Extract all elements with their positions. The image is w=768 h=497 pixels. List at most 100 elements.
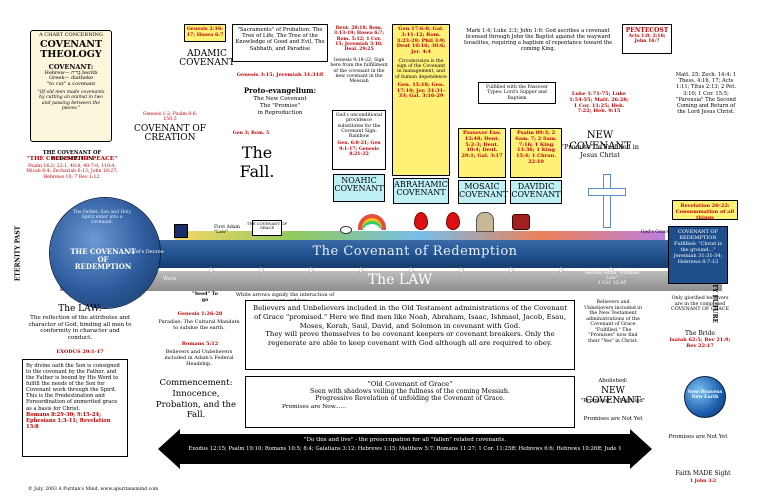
paradise-text: Paradise: The Cultural Mandate to subdue… <box>158 319 240 331</box>
faith-ref: 1 John 3:2 <box>689 479 717 484</box>
second-coming-text: Matt. 25; Zech. 14:4; 1 Thess. 4:16, 17;… <box>675 72 737 116</box>
covenant-theology-scroll: A CHART CONCERNING COVENANT THEOLOGY COV… <box>30 30 112 142</box>
bride-label: The Bride <box>685 330 715 337</box>
davidic-box: Psalm 89:3; 2 Sam. 7; 2 Sam. 7:16; 1 Kin… <box>510 128 562 178</box>
believers-left: Believers and Unbelievers included in Ad… <box>164 349 234 367</box>
noahic-extra: Deut. 28:18; Rom. 3:13-19; Hosea 6:7; Ro… <box>333 26 385 53</box>
greek-line: Greek— diatheke <box>49 75 93 82</box>
promises-now: Promises are Now...... <box>282 404 347 410</box>
law-band-label: The LAW <box>367 272 433 288</box>
spirit-text: By divine oath the Son is consigned to t… <box>26 363 120 412</box>
creation-square-icon <box>174 224 188 238</box>
old-cov-label: "Old Covenant of Grace" <box>367 380 453 388</box>
chart-header: A CHART CONCERNING <box>39 32 103 38</box>
counsel-of-peace: "THE COUNSEL OF PEACE" <box>26 156 118 162</box>
copyright: © July, 2003 A Puritan's Mind, www.apuri… <box>28 487 159 492</box>
fall-refs: Gen 3; Rom. 5 <box>232 131 270 136</box>
tablets-icon <box>476 212 494 232</box>
creation-refs: Genesis 1-2; Psalm 8:6; 150:5 <box>142 112 198 123</box>
elect-note: Only glorified believers are in the comp… <box>671 296 729 313</box>
main-text-box: Believers and Unbelievers included in th… <box>245 300 575 370</box>
right-arrow-head <box>630 429 652 469</box>
new-covenant-title: NEW COVENANT <box>569 130 631 152</box>
grace-line2: The "Promise" <box>260 103 300 109</box>
gods-grace-label: God's Grace <box>640 230 670 235</box>
romans-ref: Romans 5:12 <box>181 341 219 347</box>
law-desc: The reflection of the attributes and cha… <box>28 315 132 342</box>
do-this-bar <box>175 434 635 464</box>
progressive-text: Progressive Revelation of unfolding the … <box>315 395 505 402</box>
crown-icon <box>512 214 530 230</box>
law-title: The LAW: <box>58 304 102 314</box>
probation-box: "Sacraments" of Probation: The Tree of L… <box>232 24 328 62</box>
cov-redemption-heading: THE COVENANT OF REDEMPTION <box>42 150 102 162</box>
do-this-text: "Do this and live" - the preoccupation f… <box>303 437 507 443</box>
new-cov-bottom-sub: "Promised" / "Fulfilled" <box>580 398 646 404</box>
covenant-desc: "Of old men made covenants by cutting an… <box>37 89 105 111</box>
blood-drop-icon-abrahamic <box>414 212 428 230</box>
noahic-refs: Gen. 6:8-21; Gen 9:1-17; Genesis 8:21-22 <box>337 141 381 157</box>
promises-not-yet: Promises are Not Yet <box>583 416 643 422</box>
covenant-of-grace-label: THE COVENANT OF GRACE <box>246 221 288 231</box>
commencement: Commencement: Innocence, Probation, and … <box>155 378 237 421</box>
adamic-title: ADAMIC COVENANT <box>179 49 235 69</box>
blood-drop-icon-mosaic <box>446 212 460 230</box>
eye-icon <box>340 226 352 234</box>
gods-decree-label: God's Decree <box>130 249 164 255</box>
earth-icon <box>684 376 726 418</box>
first-adam-label: First Adam "Law" <box>214 225 240 236</box>
grace-line3: in Reproduction <box>257 110 303 116</box>
mosaic-refs: Passover Exo. 12:48; Deut. 5:2-3; Deut. … <box>461 130 503 159</box>
hebrew-line: Hebrew— בְּרִית berith <box>44 69 98 76</box>
law-ref: EXODUS 20:1-17 <box>56 349 104 355</box>
covenant-of-grace-sign-icon <box>252 220 282 236</box>
shadows-text: Seen with shadows veiling the fullness o… <box>310 388 510 395</box>
main-text: Believers and Unbelievers included in th… <box>253 304 567 330</box>
pentecost-title: PENTECOST <box>625 27 669 34</box>
seed-label: "Seed" To go <box>192 291 218 303</box>
creation-title: COVENANT OF CREATION <box>134 124 206 144</box>
nt-believers: Believers and Unbelievers included in th… <box>584 300 642 344</box>
cross-icon <box>603 174 611 228</box>
abrahamic-desc: Circumcision is the sign of the Covenant… <box>395 58 447 80</box>
new-covenant-sub: "Promise" is Fulfilled in Jesus Christ <box>561 143 639 159</box>
abrahamic-box: Gen 17:6-8; Gal. 3:11-12; Rom. 3:23-29; … <box>392 24 450 176</box>
grace-line1: The New Covenant <box>253 96 307 102</box>
promises-not-yet-2: Promises are Not Yet <box>668 434 728 440</box>
mosaic-box: Passover Exo. 12:48; Deut. 5:2-3; Deut. … <box>458 128 506 178</box>
fall-title: The Fall. <box>239 143 275 181</box>
left-arrow-head <box>158 429 180 469</box>
abrahamic-refs2: Gen. 15:18; Gen. 17:10; Jer. 31:31-33; G… <box>396 81 446 100</box>
covenant-label: COVENANT: <box>48 62 94 71</box>
davidic-refs: Psalm 89:3; 2 Sam. 7; 2 Sam. 7:16; 1 Kin… <box>515 130 557 165</box>
faith-made: Faith MADE Sight <box>675 470 731 477</box>
circle-note: The Father, Son and Holy Spirit enter in… <box>72 210 131 226</box>
noahic-title: NOAHIC COVENANT <box>333 174 385 202</box>
eternity-past-label: ETERNITY PAST <box>14 225 22 282</box>
adamic-box: Genesis 2:16-17; Hosea 6:7 <box>184 24 226 42</box>
page-title: COVENANT THEOLOGY <box>39 38 103 60</box>
spirit-refs: Romans 8:29-30; 9:15-24; Ephesians 1:3-1… <box>26 411 111 430</box>
grace-label: Proto-evangelium: <box>243 86 317 95</box>
to-cut: "to cut" a covenant <box>46 81 96 88</box>
davidic-title: DAVIDIC COVENANT <box>510 180 562 204</box>
abrahamic-refs: Gen 17:6-8; Gal. 3:11-12; Rom. 3:23-29; … <box>396 26 446 55</box>
rainbow-icon <box>358 214 386 230</box>
cross-bar-icon <box>588 188 626 196</box>
new-cov-bottom-title: NEW COVENANT <box>585 386 641 406</box>
noahic-extra2: Genesis 9:18-22; Sign here from the fulf… <box>330 58 388 85</box>
spirit-label: Spirit <box>163 226 178 232</box>
work-label: Work <box>163 276 177 282</box>
interaction-arrows <box>209 266 615 274</box>
mosaic-title: MOSAIC COVENANT <box>458 180 508 204</box>
redemption-band-label: The Covenant of Redemption <box>312 244 518 259</box>
abolished-label: Abolished: <box>598 378 628 384</box>
spirit-text-box: By divine oath the Son is consigned to t… <box>22 359 128 457</box>
pentecost-box: PENTECOST Acts 1:8; 2:16; John 16:7 <box>622 24 672 54</box>
grace-refs: Genesis 3:15; Jeremiah 31:31ff <box>236 72 324 78</box>
black-refs: Exodus 12:15; Psalm 19:10; Romans 10:5; … <box>188 446 622 452</box>
seed-refs: Genesis 1:26-28 <box>177 311 223 317</box>
old-cov-box: "Old Covenant of Grace" Seen with shadow… <box>245 376 575 428</box>
noahic-desc: God's unconditional providence substitut… <box>335 113 383 140</box>
new-covenant-refs: Luke 1:71-75; Luke 1:54-55; Matt. 26:28;… <box>569 91 629 115</box>
